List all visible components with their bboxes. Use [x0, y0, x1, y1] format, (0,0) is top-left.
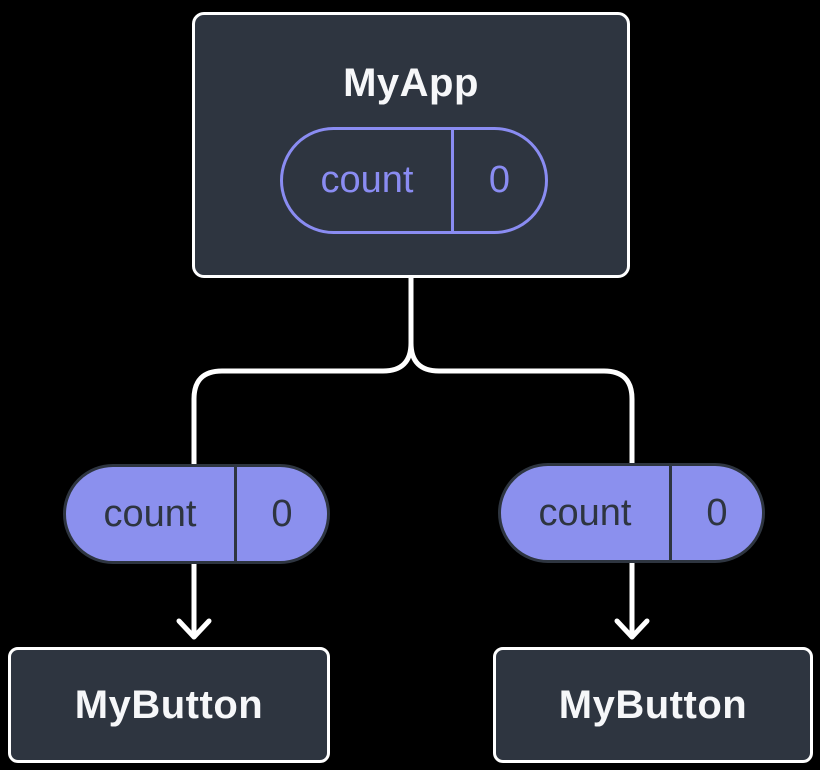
pill-divider — [451, 130, 454, 231]
node-mybutton-right-title: MyButton — [558, 682, 748, 727]
pill-divider — [669, 466, 672, 560]
state-pill-label: count — [320, 159, 414, 201]
node-mybutton-right: MyButton — [493, 647, 813, 763]
prop-pill-label: count — [538, 491, 632, 534]
node-mybutton-left-title: MyButton — [74, 682, 264, 727]
fork-connector-left — [191, 275, 414, 468]
prop-pill-count-right: count 0 — [498, 463, 765, 563]
prop-pill-label: count — [103, 492, 197, 535]
node-myapp-title: MyApp — [343, 61, 479, 105]
fork-connector-right — [408, 275, 635, 467]
prop-pill-value: 0 — [271, 492, 293, 535]
prop-pill-count-left: count 0 — [63, 464, 330, 564]
node-myapp: MyApp count 0 — [192, 12, 630, 278]
arrow-down-icon-right — [614, 558, 650, 640]
node-mybutton-left: MyButton — [8, 647, 330, 763]
arrow-down-icon-left — [176, 558, 212, 640]
state-pill-count: count 0 — [280, 127, 548, 234]
state-pill-value: 0 — [488, 159, 511, 201]
pill-divider — [234, 467, 237, 561]
prop-pill-value: 0 — [706, 491, 728, 534]
